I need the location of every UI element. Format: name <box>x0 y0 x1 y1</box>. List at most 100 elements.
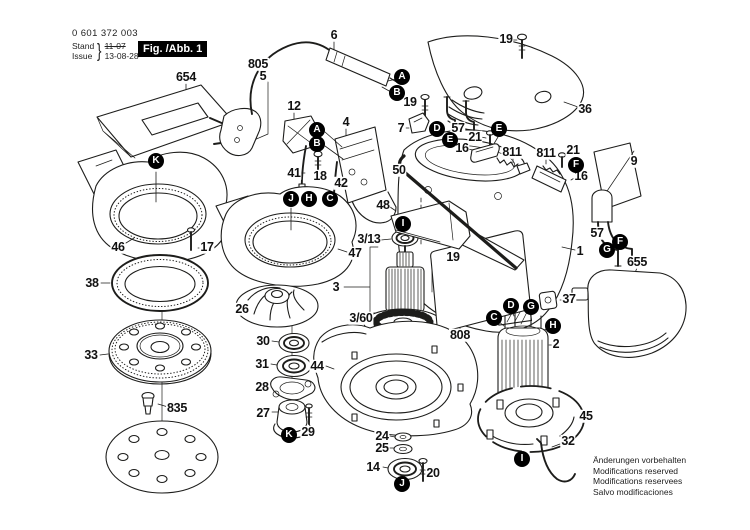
part-20-screw <box>418 457 428 482</box>
letter-badge-K-bottom: K <box>281 427 297 443</box>
legal-line: Änderungen vorbehalten <box>593 455 687 465</box>
part-label-21-upper: 21 <box>467 129 483 144</box>
part-label-9: 9 <box>629 153 639 168</box>
part-label-32: 32 <box>560 433 576 448</box>
part-label-17: 17 <box>199 239 215 254</box>
part-label-4: 4 <box>341 114 351 129</box>
legal-line: Salvo modificaciones <box>593 486 673 497</box>
part-654-dust-bag-box <box>96 83 234 159</box>
part-label-46: 46 <box>110 239 126 254</box>
part-label-19-top: 19 <box>402 94 418 109</box>
part-label-805: 805 <box>247 56 269 71</box>
letter-badge-C-stator: C <box>486 310 502 326</box>
legal-line: Modifications reserved <box>593 465 679 476</box>
part-label-26: 26 <box>234 301 250 316</box>
brace-glyph: } <box>97 41 102 63</box>
part-label-811-upper: 811 <box>501 144 523 159</box>
letter-badge-I-bottom: I <box>514 451 530 467</box>
part-label-3-60: 3/60 <box>348 310 374 325</box>
part-label-30: 30 <box>255 333 271 348</box>
part-label-19-mid: 19 <box>445 249 461 264</box>
part-18-screw <box>313 150 323 171</box>
stand-label: Stand <box>72 41 95 51</box>
part-7-clip <box>405 112 430 134</box>
superseded-date: 11-07 <box>104 41 126 51</box>
part-label-811-right: 811 <box>535 145 557 160</box>
part-835-screw <box>141 391 169 415</box>
part-6-cable-sleeve <box>325 40 401 93</box>
part-label-655: 655 <box>626 254 648 269</box>
part-label-7: 7 <box>396 120 406 135</box>
part-label-25: 25 <box>374 440 390 455</box>
part-29-screw <box>305 403 313 425</box>
letter-badge-D-top: D <box>429 121 445 137</box>
part-label-57-right: 57 <box>589 225 605 240</box>
part-label-12: 12 <box>286 98 302 113</box>
letter-badge-G-stator: G <box>523 299 539 315</box>
part-33-backing-pad <box>99 319 212 385</box>
parts-16-811-21-brush-holder-left <box>467 130 531 175</box>
part-label-44: 44 <box>309 358 325 373</box>
part-label-6: 6 <box>329 27 339 42</box>
part-label-47: 47 <box>347 245 363 260</box>
part-label-37: 37 <box>561 291 577 306</box>
part-45-brush-plate <box>477 385 585 453</box>
part-label-20: 20 <box>425 465 441 480</box>
part-number: 0 601 372 003 <box>72 28 138 39</box>
part-2-stator <box>497 310 554 399</box>
part-label-50: 50 <box>391 162 407 177</box>
letter-badge-B-switch: B <box>309 136 325 152</box>
part-label-27: 27 <box>255 405 271 420</box>
part-label-14: 14 <box>365 459 381 474</box>
figure-caption: Fig. /Abb. 1 <box>138 41 208 57</box>
part-label-16-upper: 16 <box>454 140 470 155</box>
letter-badge-H-wire: H <box>301 191 317 207</box>
part-37-clamp <box>538 290 564 311</box>
part-38-seal-ring <box>100 254 209 312</box>
letter-badge-K-top: K <box>148 153 164 169</box>
letter-badge-B-cord: B <box>389 85 405 101</box>
letter-badge-F-brush: F <box>612 234 628 250</box>
letter-badge-E-top: E <box>442 132 458 148</box>
part-32-wire-clip <box>536 438 576 483</box>
letter-badge-C-wire: C <box>322 191 338 207</box>
part-26-fan <box>235 284 319 328</box>
part-label-5: 5 <box>258 68 268 83</box>
letter-badge-E-screw: E <box>491 121 507 137</box>
part-47-dust-ring <box>215 186 357 287</box>
part-label-41: 41 <box>286 165 302 180</box>
part-label-19-handle: 19 <box>498 31 514 46</box>
part-label-29: 29 <box>300 424 316 439</box>
letter-badge-I-armature: I <box>395 216 411 232</box>
part-label-28: 28 <box>254 379 270 394</box>
letter-badge-F-screw: F <box>568 157 584 173</box>
part-655-dust-cover <box>571 267 687 358</box>
part-label-36: 36 <box>577 101 593 116</box>
part-label-33: 33 <box>83 347 99 362</box>
part-805-cord-and-plug <box>209 41 333 157</box>
part-label-57-upper: 57 <box>450 120 466 135</box>
letter-badge-D-stator: D <box>503 298 519 314</box>
letter-badge-H-stator: H <box>545 318 561 334</box>
part-label-24: 24 <box>374 428 390 443</box>
part-17-screw <box>186 227 202 251</box>
issue-date: 13-08-28 <box>104 50 139 61</box>
part-label-21-right: 21 <box>565 142 581 157</box>
part-19-screw-top <box>420 93 430 118</box>
part-label-3-13: 3/13 <box>356 231 382 246</box>
part-44-bearing-housing <box>313 320 479 437</box>
legal-notice: Änderungen vorbehalten Modifications res… <box>593 455 686 497</box>
part-label-3: 3 <box>331 279 341 294</box>
parts-57-brush-wires-upper <box>443 96 475 141</box>
legal-line: Modifications reservees <box>593 476 683 486</box>
issue-label: Issue <box>72 50 93 61</box>
part-label-808: 808 <box>449 327 471 342</box>
part-28-plate <box>270 376 316 401</box>
part-27-bearing-flange <box>271 399 311 439</box>
title-block: 0 601 372 003 Stand Issue } 11-07 13-08-… <box>72 28 139 62</box>
part-14-bearing <box>382 457 423 481</box>
letter-badge-J-wire: J <box>283 191 299 207</box>
